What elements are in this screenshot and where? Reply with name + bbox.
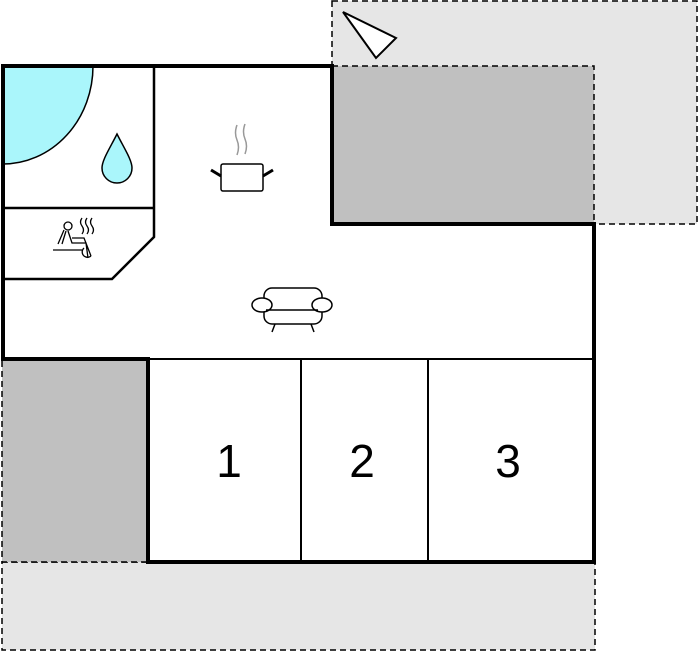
inner-walls (3, 66, 594, 562)
room-1-label: 1 (216, 435, 242, 487)
cooking-pot-icon (210, 123, 274, 192)
room-2-label: 2 (349, 435, 375, 487)
sofa-icon (251, 287, 333, 333)
outer-walls (1, 64, 596, 564)
covered-area-left (1, 358, 149, 563)
room-3-label: 3 (495, 435, 521, 487)
covered-area-top (331, 65, 595, 225)
water-drop-icon (101, 132, 133, 184)
terrace-bottom (1, 561, 596, 651)
sauna-icon (53, 217, 95, 259)
compass-arrow-icon (342, 11, 398, 60)
pool-icon (2, 65, 94, 165)
